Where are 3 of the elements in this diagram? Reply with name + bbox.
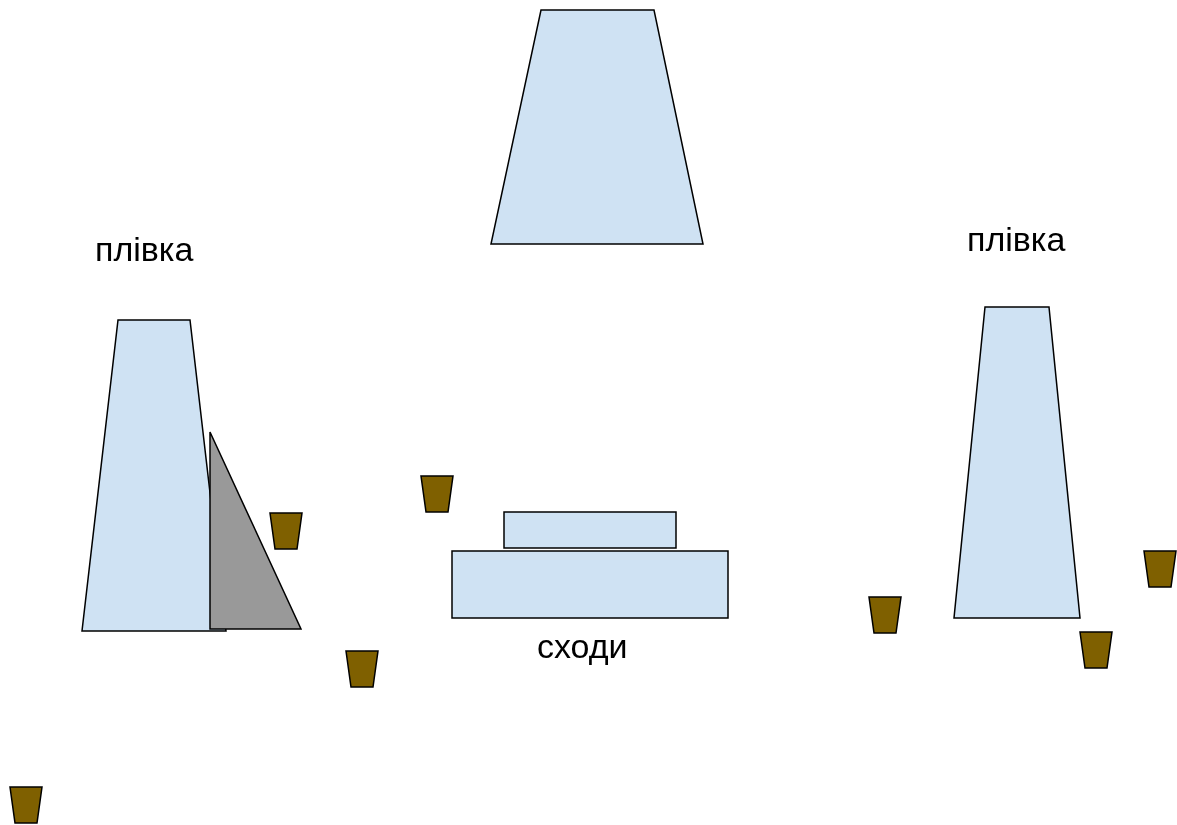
film-label: плівка (95, 230, 194, 268)
film-label: плівка (967, 220, 1066, 258)
stairs-label: сходи (537, 627, 628, 665)
